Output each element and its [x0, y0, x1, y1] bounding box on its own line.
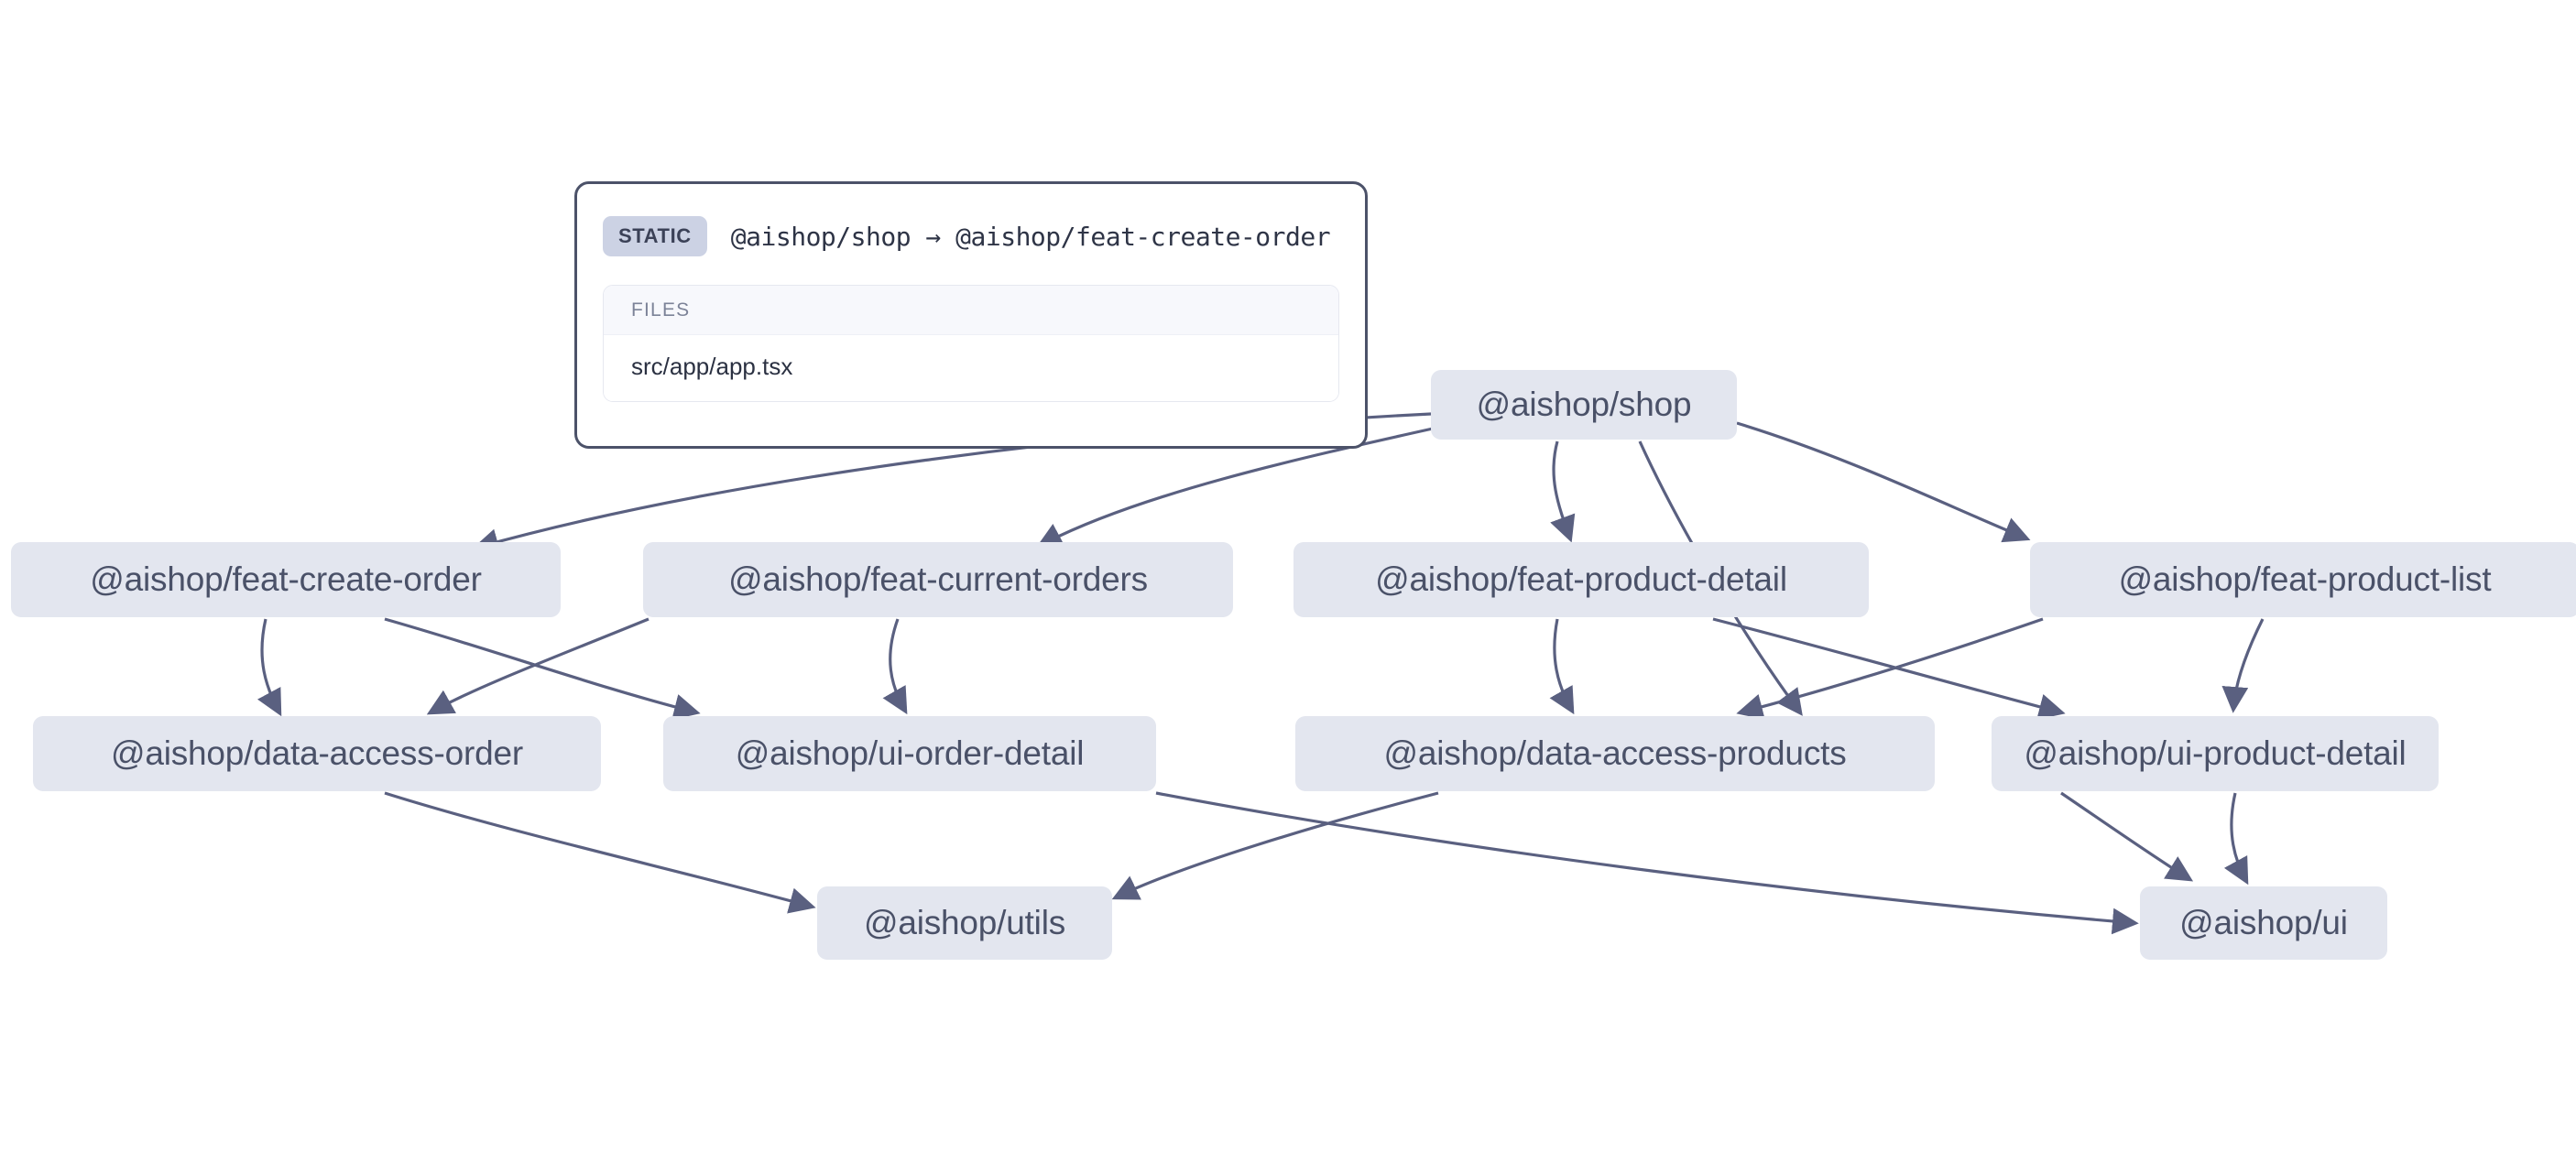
- edge-feat-product-detail-to-data-access-products: [1549, 618, 1575, 715]
- node-label: @aishop/ui-order-detail: [735, 734, 1085, 772]
- file-row[interactable]: src/app/app.tsx: [604, 335, 1338, 401]
- node-label: @aishop/feat-create-order: [90, 560, 482, 598]
- node-label: @aishop/ui-product-detail: [2024, 734, 2407, 772]
- edge-shop-to-feat-product-list: [1736, 421, 2031, 543]
- edge-feat-product-list-to-ui-product-detail: [2221, 618, 2265, 713]
- node-label: @aishop/data-access-products: [1383, 734, 1847, 772]
- edge-detail-tooltip[interactable]: STATIC @aishop/shop → @aishop/feat-creat…: [574, 181, 1368, 449]
- edge-feat-product-list-to-data-access-products: [1736, 617, 2044, 720]
- files-table: FILES src/app/app.tsx: [603, 285, 1339, 402]
- graph-node-feat-product-detail[interactable]: @aishop/feat-product-detail: [1293, 542, 1869, 617]
- edge-feat-current-orders-to-ui-order-detail: [882, 618, 908, 715]
- node-label: @aishop/data-access-order: [110, 734, 524, 772]
- graph-node-ui-product-detail[interactable]: @aishop/ui-product-detail: [1992, 716, 2439, 791]
- graph-node-feat-current-orders[interactable]: @aishop/feat-current-orders: [643, 542, 1233, 617]
- edge-feat-create-order-to-ui-order-detail: [384, 617, 701, 721]
- static-badge: STATIC: [603, 216, 707, 256]
- edge-data-access-products-to-utils: [1111, 791, 1439, 900]
- node-label: @aishop/ui: [2179, 904, 2348, 941]
- graph-node-ui[interactable]: @aishop/ui: [2140, 886, 2387, 960]
- node-label: @aishop/feat-product-detail: [1375, 560, 1787, 598]
- edge-shop-to-feat-product-detail: [1550, 440, 1576, 543]
- edge-feat-current-orders-to-data-access-order: [426, 617, 649, 715]
- graph-node-feat-create-order[interactable]: @aishop/feat-create-order: [11, 542, 561, 617]
- graph-node-shop[interactable]: @aishop/shop: [1431, 370, 1737, 440]
- edge-feat-product-detail-to-ui-product-detail: [1712, 617, 2066, 720]
- edge-feat-create-order-to-data-access-order: [257, 618, 282, 717]
- graph-node-feat-product-list[interactable]: @aishop/feat-product-list: [2030, 542, 2576, 617]
- node-label: @aishop/feat-product-list: [2118, 560, 2492, 598]
- files-table-header: FILES: [604, 286, 1338, 335]
- edge-data-access-order-to-utils: [384, 791, 816, 914]
- graph-node-data-access-products[interactable]: @aishop/data-access-products: [1295, 716, 1935, 791]
- graph-node-data-access-order[interactable]: @aishop/data-access-order: [33, 716, 601, 791]
- node-label: @aishop/feat-current-orders: [728, 560, 1148, 598]
- graph-node-utils[interactable]: @aishop/utils: [817, 886, 1112, 960]
- node-label: @aishop/utils: [863, 904, 1066, 941]
- edge-ui-order-detail-to-ui: [1155, 791, 2139, 935]
- edge-ui-product-detail-left-to-ui: [2060, 791, 2194, 882]
- edge-ui-product-detail-to-ui: [2223, 792, 2249, 886]
- tooltip-header: STATIC @aishop/shop → @aishop/feat-creat…: [603, 208, 1339, 265]
- tooltip-title: @aishop/shop → @aishop/feat-create-order: [730, 221, 1331, 252]
- graph-node-ui-order-detail[interactable]: @aishop/ui-order-detail: [663, 716, 1156, 791]
- node-label: @aishop/shop: [1476, 386, 1692, 423]
